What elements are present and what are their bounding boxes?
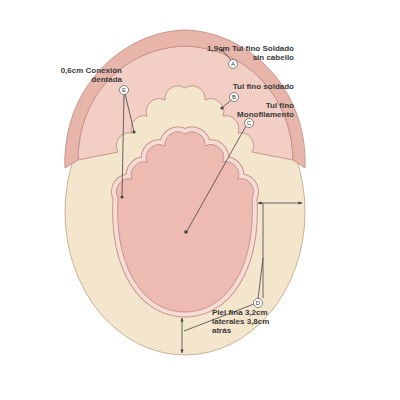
callout-letter: E (120, 86, 128, 94)
monofilament-region (116, 132, 253, 312)
callout-letter: A (229, 60, 237, 68)
leader-dots (120, 48, 223, 233)
part-label: 0,6cm Conexión dentada (46, 66, 122, 84)
leader-lines (122, 50, 263, 331)
part-label: Tul fino Monofilamento (226, 101, 294, 119)
callout-circles (120, 60, 263, 308)
callout-letter: C (245, 119, 253, 127)
callout-letter: D (254, 299, 262, 307)
dimension-arrows (182, 203, 302, 353)
dimension-label: Piel fina 3,2cm laterales 3,8cm atrás (212, 308, 286, 335)
callout-letter: B (230, 93, 238, 101)
part-label: 1,9cm Tul fino Soldado sin cabello (204, 44, 294, 62)
part-label: Tul fino soldado (214, 82, 294, 91)
